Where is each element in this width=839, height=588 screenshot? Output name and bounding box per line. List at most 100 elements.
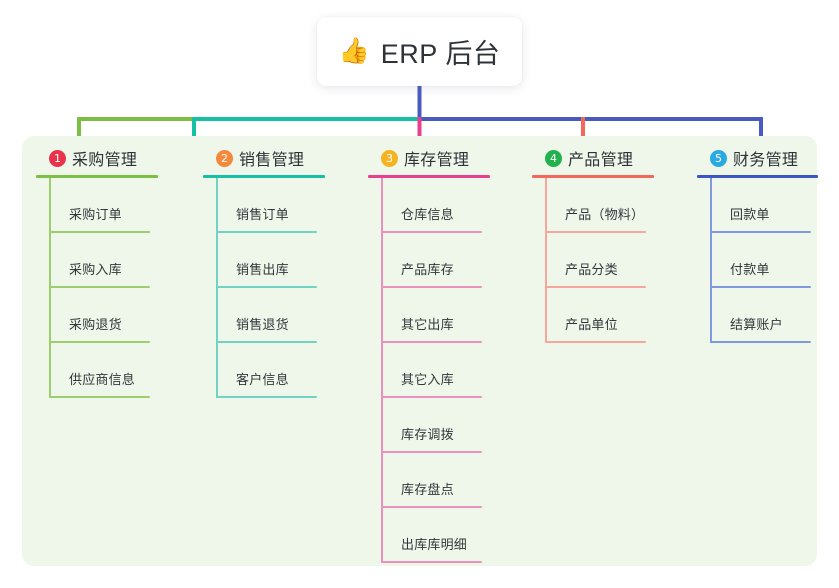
- branch-item[interactable]: 采购订单: [36, 178, 186, 233]
- branch-spine: [710, 178, 712, 343]
- branch-item[interactable]: 客户信息: [203, 343, 353, 398]
- branch-item[interactable]: 结算账户: [697, 288, 839, 343]
- branch-title: 采购管理: [72, 152, 138, 169]
- branch-header-1[interactable]: 1 采购管理: [36, 146, 186, 170]
- branch-item-rule: [216, 231, 317, 233]
- branch-header-rule: [697, 175, 818, 178]
- branch-title: 销售管理: [239, 152, 305, 169]
- branch-column-5: 5 财务管理回款单付款单结算账户: [697, 146, 839, 343]
- branch-item-label: 销售出库: [236, 262, 289, 277]
- branch-spine: [545, 178, 547, 343]
- branch-item-label: 库存调拨: [401, 427, 454, 442]
- branch-item-rule: [216, 396, 317, 398]
- branch-number-badge: 3: [381, 149, 398, 167]
- branch-item-rule: [381, 341, 482, 343]
- branch-items: 仓库信息产品库存其它出库其它入库库存调拨库存盘点出库库明细: [368, 178, 518, 563]
- branch-number-badge: 1: [49, 149, 66, 167]
- branch-header-2[interactable]: 2 销售管理: [203, 146, 353, 170]
- branch-item-rule: [49, 341, 150, 343]
- branch-item-label: 出库库明细: [401, 537, 468, 552]
- branch-items: 回款单付款单结算账户: [697, 178, 839, 343]
- branch-item-rule: [49, 286, 150, 288]
- branch-items: 销售订单销售出库销售退货客户信息: [203, 178, 353, 398]
- branch-item-rule: [49, 396, 150, 398]
- branch-item-label: 销售订单: [236, 207, 289, 222]
- branch-title: 产品管理: [568, 152, 634, 169]
- branch-header-rule: [532, 175, 654, 178]
- branch-item-rule: [710, 231, 811, 233]
- branch-item-rule: [545, 231, 646, 233]
- branch-item-rule: [381, 231, 482, 233]
- branch-item[interactable]: 供应商信息: [36, 343, 186, 398]
- branch-item-label: 回款单: [730, 207, 770, 222]
- branch-item[interactable]: 产品库存: [368, 233, 518, 288]
- branch-item-label: 采购订单: [69, 207, 122, 222]
- branch-number-badge: 5: [710, 149, 727, 167]
- branch-item[interactable]: 采购退货: [36, 288, 186, 343]
- branch-item[interactable]: 回款单: [697, 178, 839, 233]
- branch-item[interactable]: 付款单: [697, 233, 839, 288]
- branch-item[interactable]: 销售退货: [203, 288, 353, 343]
- diagram-panel: [22, 136, 817, 566]
- branch-item[interactable]: 出库库明细: [368, 508, 518, 563]
- branch-item-label: 采购退货: [69, 317, 122, 332]
- branch-column-4: 4 产品管理产品（物料） 产品分类产品单位: [532, 146, 682, 343]
- branch-item-label: 库存盘点: [401, 482, 454, 497]
- branch-item-label: 付款单: [730, 262, 770, 277]
- branch-item-label: 结算账户: [730, 317, 783, 332]
- root-title-text: ERP 后台: [380, 39, 501, 69]
- branch-item[interactable]: 库存调拨: [368, 398, 518, 453]
- branch-number-badge: 4: [545, 149, 562, 167]
- branch-item-rule: [710, 286, 811, 288]
- branch-header-rule: [203, 175, 325, 178]
- branch-item[interactable]: 销售出库: [203, 233, 353, 288]
- branch-item[interactable]: 产品（物料）: [532, 178, 682, 233]
- branch-item-rule: [216, 341, 317, 343]
- branch-header-3[interactable]: 3 库存管理: [368, 146, 518, 170]
- branch-item[interactable]: 采购入库: [36, 233, 186, 288]
- branch-item-rule: [381, 561, 482, 563]
- branch-number-badge: 2: [216, 149, 233, 167]
- branch-item-label: 仓库信息: [401, 207, 454, 222]
- branch-title: 财务管理: [733, 152, 799, 169]
- branch-spine: [381, 178, 383, 563]
- branch-item-label: 供应商信息: [69, 372, 136, 387]
- branch-item-rule: [381, 396, 482, 398]
- branch-items: 采购订单采购入库采购退货供应商信息: [36, 178, 186, 398]
- branch-header-4[interactable]: 4 产品管理: [532, 146, 682, 170]
- branch-item[interactable]: 仓库信息: [368, 178, 518, 233]
- branch-item[interactable]: 产品分类: [532, 233, 682, 288]
- branch-item-rule: [49, 231, 150, 233]
- branch-item-label: 产品单位: [565, 317, 618, 332]
- branch-item-label: 销售退货: [236, 317, 289, 332]
- thumbs-up-icon: 👍: [338, 37, 370, 65]
- branch-item-label: 产品（物料）: [565, 207, 645, 222]
- branch-column-1: 1 采购管理采购订单采购入库采购退货供应商信息: [36, 146, 186, 398]
- branch-item-rule: [381, 451, 482, 453]
- branch-item[interactable]: 其它入库: [368, 343, 518, 398]
- branch-item[interactable]: 其它出库: [368, 288, 518, 343]
- branch-column-3: 3 库存管理仓库信息产品库存其它出库其它入库库存调拨库存盘点出库库明细: [368, 146, 518, 563]
- branch-items: 产品（物料） 产品分类产品单位: [532, 178, 682, 343]
- branch-spine: [216, 178, 218, 398]
- root-card-content: 👍 ERP 后台: [339, 32, 501, 71]
- branch-item-label: 产品分类: [565, 262, 618, 277]
- branch-item-label: 其它入库: [401, 372, 454, 387]
- branch-item[interactable]: 库存盘点: [368, 453, 518, 508]
- branch-item-rule: [545, 286, 646, 288]
- branch-item-rule: [216, 286, 317, 288]
- branch-item-rule: [545, 341, 646, 343]
- branch-item-label: 采购入库: [69, 262, 122, 277]
- branch-item[interactable]: 销售订单: [203, 178, 353, 233]
- branch-item-label: 其它出库: [401, 317, 454, 332]
- branch-spine: [49, 178, 51, 398]
- branch-item-rule: [381, 286, 482, 288]
- branch-item-label: 客户信息: [236, 372, 289, 387]
- branch-header-5[interactable]: 5 财务管理: [697, 146, 839, 170]
- branch-item[interactable]: 产品单位: [532, 288, 682, 343]
- root-title-card[interactable]: 👍 ERP 后台: [317, 17, 522, 86]
- branch-column-2: 2 销售管理销售订单销售出库销售退货客户信息: [203, 146, 353, 398]
- branch-title: 库存管理: [404, 152, 470, 169]
- branch-header-rule: [368, 175, 490, 178]
- branch-item-rule: [710, 341, 811, 343]
